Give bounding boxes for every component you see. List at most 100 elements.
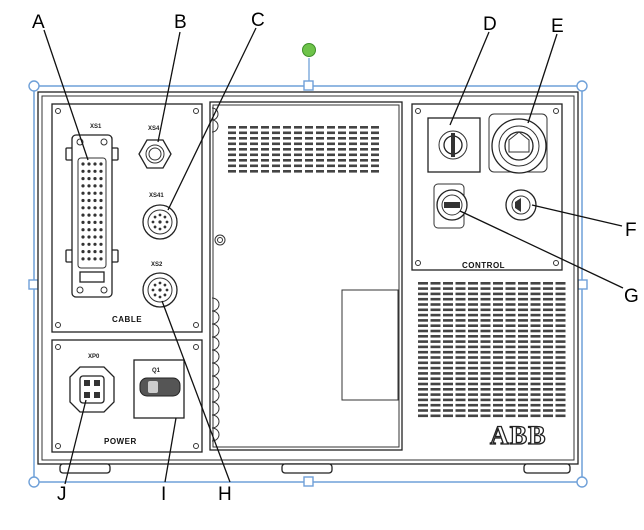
vent-slot — [518, 356, 528, 359]
vent-slot — [443, 308, 453, 312]
vent-slot — [455, 313, 466, 317]
selection-frame[interactable] — [28, 43, 588, 488]
vent-slot — [518, 361, 528, 365]
vent-slot — [493, 382, 503, 386]
vent-slot — [493, 324, 503, 327]
vent-slot — [555, 356, 566, 359]
vent-slot — [418, 377, 428, 380]
connector-pin — [87, 257, 91, 261]
connector-pin — [93, 162, 97, 166]
vent-slot — [327, 159, 335, 162]
vent-slot — [530, 366, 541, 370]
connector-pin — [81, 198, 85, 203]
vent-slot — [543, 335, 553, 338]
vent-slot — [505, 324, 516, 327]
vent-slot — [228, 126, 236, 129]
vent-slot — [430, 329, 441, 333]
vent-slot — [505, 340, 516, 343]
vent-slot — [349, 164, 357, 168]
vent-slot — [543, 319, 553, 322]
vent-slot — [443, 319, 453, 322]
resize-handle-top[interactable] — [303, 80, 314, 91]
vent-slot — [272, 164, 280, 168]
connector-xs2-label: XS2 — [151, 262, 163, 268]
connector-pin — [81, 235, 85, 239]
connector-pin — [99, 257, 103, 261]
vent-slot — [493, 372, 503, 375]
vent-slot — [430, 335, 441, 338]
door-hinge — [211, 336, 220, 351]
vent-slot — [443, 350, 453, 354]
connector-xs4: XS4 — [138, 126, 172, 169]
vent-slot — [418, 345, 428, 349]
vent-slot — [455, 398, 466, 402]
vent-slot — [543, 377, 553, 380]
vent-slot — [468, 356, 478, 359]
vent-slot — [418, 361, 428, 365]
resize-handle-right[interactable] — [577, 279, 588, 290]
vent-slot — [327, 131, 335, 135]
connector-pin — [93, 177, 97, 181]
door-hinge — [211, 349, 220, 364]
resize-handle-bottom-left[interactable] — [28, 476, 40, 488]
vent-slot — [316, 170, 324, 173]
vent-slot — [493, 287, 503, 290]
vent-slot — [305, 142, 313, 146]
connector-pin — [81, 213, 85, 217]
vent-slot — [493, 313, 503, 317]
resize-handle-bottom-right[interactable] — [576, 476, 588, 488]
connector-pin — [81, 169, 85, 173]
vent-slot — [443, 366, 453, 370]
resize-handle-left[interactable] — [28, 279, 39, 290]
vent-slot — [518, 287, 528, 290]
vent-slot — [505, 366, 516, 370]
vent-slot — [294, 164, 302, 168]
vent-slot — [443, 324, 453, 327]
vent-slot — [327, 137, 335, 140]
connector-pin — [99, 177, 103, 181]
vent-slot — [239, 170, 247, 173]
vent-slot — [272, 131, 280, 135]
emergency-stop-button — [488, 113, 548, 174]
cable-panel: CABLE XS1 XS4 XS41 — [51, 103, 203, 333]
vent-slot — [455, 329, 466, 333]
vent-slot — [430, 377, 441, 380]
connector-pin — [93, 213, 97, 217]
vent-slot — [338, 148, 346, 151]
vent-slot — [468, 361, 478, 365]
vent-slot — [455, 282, 466, 285]
connector-pin — [87, 191, 91, 195]
vent-slot — [418, 409, 428, 412]
vent-slot — [468, 350, 478, 354]
vent-slot — [430, 345, 441, 349]
vent-slot — [443, 345, 453, 349]
cable-panel-label: CABLE — [112, 315, 142, 324]
connector-pin — [87, 235, 91, 239]
vent-slot — [338, 142, 346, 146]
vent-slot — [555, 361, 566, 365]
vent-slot — [555, 350, 566, 354]
vent-slot — [505, 308, 516, 312]
resize-handle-top-right[interactable] — [576, 80, 588, 92]
vent-slot — [443, 398, 453, 402]
vent-slot — [505, 319, 516, 322]
vent-slot — [480, 382, 491, 386]
resize-handle-top-left[interactable] — [28, 80, 40, 92]
vent-slot — [338, 137, 346, 140]
connector-pin — [158, 227, 162, 231]
resize-handle-bottom[interactable] — [303, 476, 314, 487]
vent-slot — [455, 393, 466, 396]
vent-slot — [283, 137, 291, 140]
connector-pin — [99, 235, 103, 239]
vent-slot — [418, 388, 428, 391]
vent-slot — [493, 366, 503, 370]
rotate-handle[interactable] — [302, 43, 316, 57]
vent-slot — [349, 153, 357, 157]
vent-slot — [530, 409, 541, 412]
connector-xp0-label: XP0 — [88, 354, 100, 360]
connector-pin — [163, 293, 167, 297]
vent-slot — [455, 361, 466, 365]
vent-slot — [518, 308, 528, 312]
vent-slot — [468, 297, 478, 301]
vent-slot — [555, 335, 566, 338]
